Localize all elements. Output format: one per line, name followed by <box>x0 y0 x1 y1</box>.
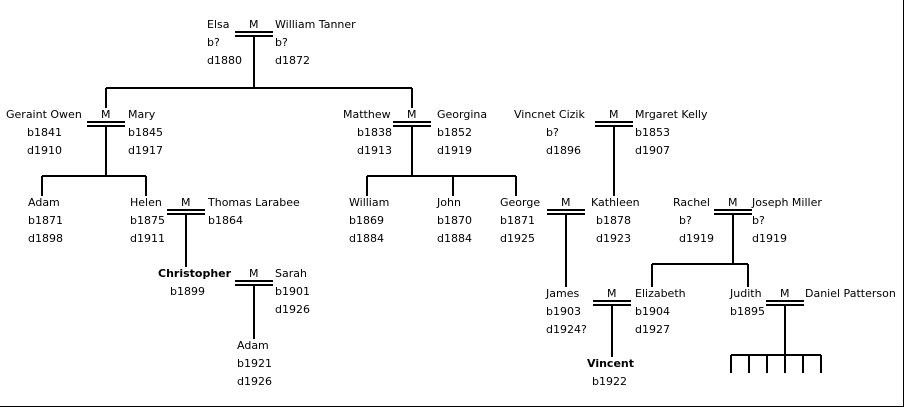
adam2-born: b1921 <box>237 357 272 370</box>
adam2-died: d1926 <box>237 375 272 388</box>
geraint-name: Geraint Owen <box>6 108 82 121</box>
joseph-name: Joseph Miller <box>752 196 822 209</box>
john-born: b1870 <box>437 214 472 227</box>
adam2-name: Adam <box>237 339 269 352</box>
matthew-born: b1838 <box>357 126 392 139</box>
joseph-born: b? <box>752 214 765 227</box>
william-t-died: d1872 <box>275 54 310 67</box>
kathleen-born: b1878 <box>596 214 631 227</box>
mary-name: Mary <box>128 108 156 121</box>
elizabeth-born: b1904 <box>635 305 670 318</box>
sarah-died: d1926 <box>275 303 310 316</box>
mary-died: d1917 <box>128 144 163 157</box>
georgina-died: d1919 <box>437 144 472 157</box>
william2-died: d1884 <box>349 232 384 245</box>
william-t-name: William Tanner <box>275 18 356 31</box>
helen-died: d1911 <box>130 232 165 245</box>
mrgaret-name: Mrgaret Kelly <box>635 108 708 121</box>
george-born: b1871 <box>500 214 535 227</box>
matthew-died: d1913 <box>357 144 392 157</box>
elsa-born: b? <box>207 36 220 49</box>
kathleen-name: Kathleen <box>591 196 640 209</box>
marriage-label: M <box>609 108 619 121</box>
joseph-died: d1919 <box>752 232 787 245</box>
elsa-name: Elsa <box>207 18 230 31</box>
adam1-name: Adam <box>28 196 60 209</box>
marriage-label: M <box>561 196 571 209</box>
vincnet-died: d1896 <box>546 144 581 157</box>
geraint-died: d1910 <box>27 144 62 157</box>
georgina-name: Georgina <box>437 108 488 121</box>
marriage-label: M <box>181 196 191 209</box>
daniel-name: Daniel Patterson <box>805 287 896 300</box>
sarah-born: b1901 <box>275 285 310 298</box>
georgina-born: b1852 <box>437 126 472 139</box>
james-died: d1924? <box>546 323 587 336</box>
geraint-born: b1841 <box>27 126 62 139</box>
mrgaret-born: b1853 <box>635 126 670 139</box>
mary-born: b1845 <box>128 126 163 139</box>
george-name: George <box>500 196 541 209</box>
judith-born: b1895 <box>730 305 765 318</box>
vincnet-name: Vincnet Cizik <box>514 108 585 121</box>
elizabeth-died: d1927 <box>635 323 670 336</box>
thomas-born: b1864 <box>208 214 243 227</box>
elizabeth-name: Elizabeth <box>635 287 686 300</box>
matthew-name: Matthew <box>343 108 391 121</box>
helen-born: b1875 <box>130 214 165 227</box>
judith-name: Judith <box>730 287 762 300</box>
marriage-label: M <box>249 18 259 31</box>
william2-name: William <box>349 196 390 209</box>
marriage-label: M <box>780 287 790 300</box>
rachel-name: Rachel <box>673 196 710 209</box>
christopher-born: b1899 <box>170 285 205 298</box>
marriage-label: M <box>728 196 738 209</box>
vincent-born: b1922 <box>592 375 627 388</box>
vincnet-born: b? <box>546 126 559 139</box>
marriage-label: M <box>249 267 259 280</box>
kathleen-died: d1923 <box>596 232 631 245</box>
william-t-born: b? <box>275 36 288 49</box>
thomas-name: Thomas Larabee <box>208 196 300 209</box>
marriage-label: M <box>407 108 417 121</box>
george-died: d1925 <box>500 232 535 245</box>
marriage-label: M <box>607 287 617 300</box>
james-name: James <box>546 287 580 300</box>
adam1-born: b1871 <box>28 214 63 227</box>
james-born: b1903 <box>546 305 581 318</box>
adam1-died: d1898 <box>28 232 63 245</box>
john-name: John <box>437 196 461 209</box>
christopher-name: Christopher <box>158 267 232 280</box>
sarah-name: Sarah <box>275 267 307 280</box>
mrgaret-died: d1907 <box>635 144 670 157</box>
marriage-label: M <box>101 108 111 121</box>
vincent-name: Vincent <box>587 357 634 370</box>
william2-born: b1869 <box>349 214 384 227</box>
rachel-died: d1919 <box>679 232 714 245</box>
john-died: d1884 <box>437 232 472 245</box>
rachel-born: b? <box>679 214 692 227</box>
elsa-died: d1880 <box>207 54 242 67</box>
helen-name: Helen <box>130 196 162 209</box>
